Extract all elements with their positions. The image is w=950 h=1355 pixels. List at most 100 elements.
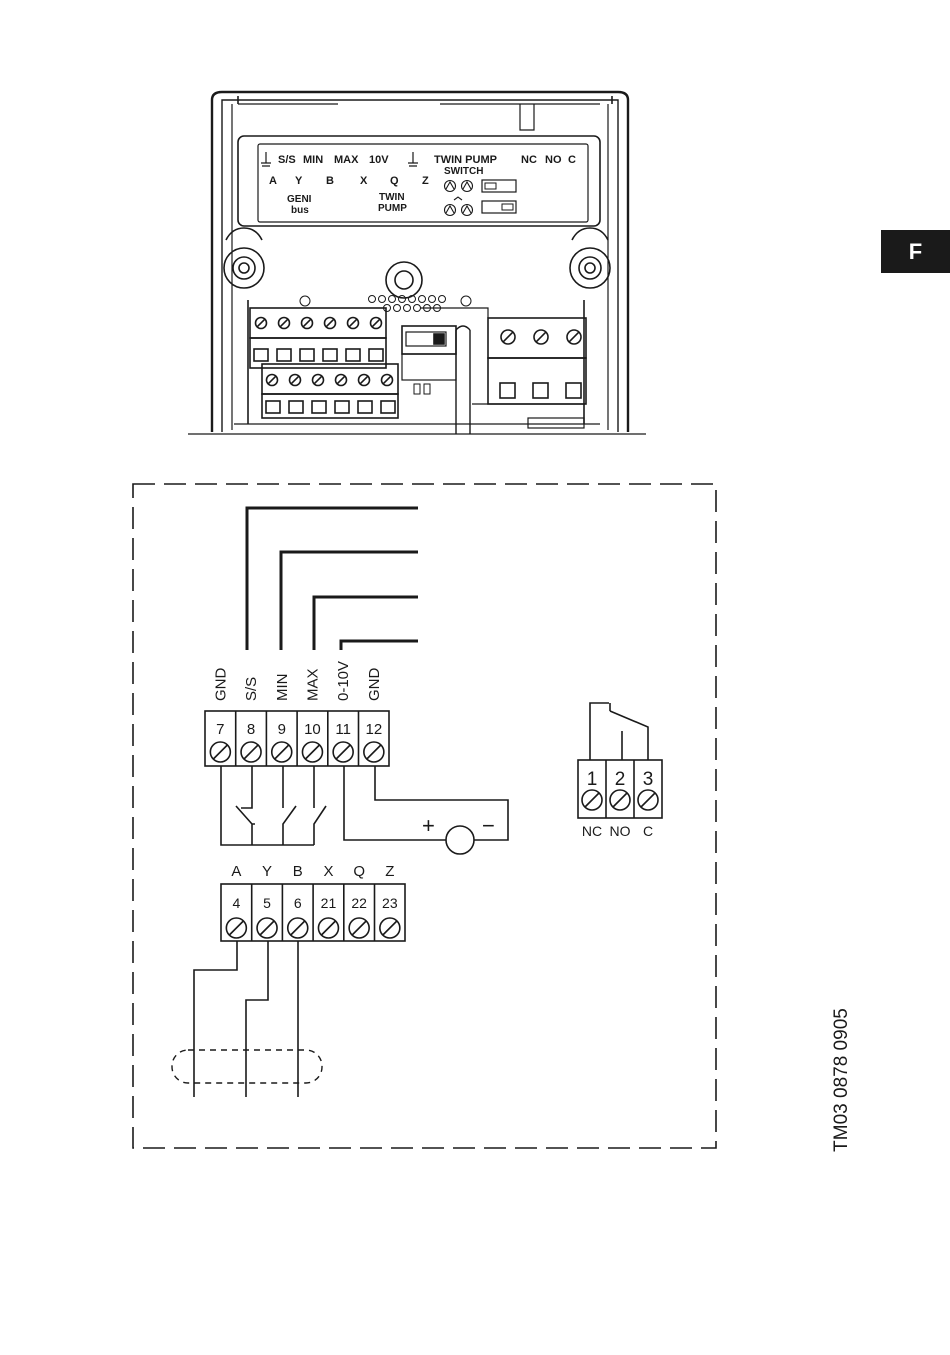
plate-label-c: C <box>568 154 576 166</box>
plate-label-a: A <box>269 175 277 187</box>
terminal-screw-icon <box>333 742 353 762</box>
plate-label-max: MAX <box>334 154 359 166</box>
device-slot-icon <box>335 401 349 413</box>
plate-label-ss: S/S <box>278 154 296 166</box>
device-slot-icon <box>300 349 314 361</box>
relay-terminal-2: 2NO <box>606 760 631 839</box>
bus-terminal-label: X <box>323 863 333 880</box>
plate-label-x: X <box>360 175 368 187</box>
bus-terminal-label: A <box>231 863 241 880</box>
plate-label-twin: TWIN <box>379 192 405 203</box>
control-terminal-number: 11 <box>335 721 351 738</box>
control-terminal-9: 9MIN <box>266 674 291 767</box>
terminal-screw-icon <box>257 918 277 938</box>
terminal-screw-icon <box>610 790 630 810</box>
control-terminal-label: S/S <box>243 677 260 701</box>
plate-label-switch: SWITCH <box>444 166 483 177</box>
terminal-screw-icon <box>638 790 658 810</box>
relay-terminal-label: NC <box>582 823 602 839</box>
device-screw-icon <box>348 318 359 329</box>
control-terminal-label: MAX <box>304 668 321 701</box>
control-terminal-11: 11 0-10V <box>328 661 353 766</box>
bus-terminal-6: 6B <box>282 863 307 941</box>
upper-terminal-screws <box>256 318 382 329</box>
terminal-screw-icon <box>349 918 369 938</box>
terminal-screw-icon <box>210 742 230 762</box>
relay-terminal-slots <box>500 383 581 398</box>
device-screw-icon <box>267 375 278 386</box>
relay-contact <box>590 703 648 760</box>
device-slot-icon <box>369 349 383 361</box>
device-screw-icon <box>336 375 347 386</box>
plate-label-no: NO <box>545 154 562 166</box>
device-slot-icon <box>289 401 303 413</box>
bus-terminal-label: B <box>293 863 303 880</box>
plate-label-z: Z <box>422 175 429 187</box>
terminal-screw-icon <box>302 742 322 762</box>
device-screw-icon <box>567 330 581 344</box>
plate-label-bus: bus <box>291 205 309 216</box>
bus-terminal-number: 6 <box>294 895 302 911</box>
control-terminal-label: GND <box>212 668 229 702</box>
plate-label-10v: 10V <box>369 154 389 166</box>
control-terminal-label: GND <box>366 668 383 702</box>
plate-label-b: B <box>326 175 334 187</box>
terminal-screw-icon <box>364 742 384 762</box>
cable-min <box>281 552 418 650</box>
relay-terminal-1: 1NC <box>582 769 602 839</box>
device-screw-icon <box>290 375 301 386</box>
source-minus: − <box>482 813 495 838</box>
switch-position-2-icon <box>482 201 516 213</box>
control-terminal-number: 12 <box>366 721 383 738</box>
terminal-screw-icon <box>241 742 261 762</box>
plate-label-nc: NC <box>521 154 537 166</box>
bus-terminal-number: 23 <box>382 895 398 911</box>
relay-terminal-number: 3 <box>643 769 654 790</box>
lower-terminal-screws <box>267 375 393 386</box>
device-screw-icon <box>371 318 382 329</box>
control-terminal-8: 8 S/S <box>236 677 261 766</box>
terminal-screw-icon <box>582 790 602 810</box>
upper-terminal-slots <box>254 349 383 361</box>
device-screw-icon <box>501 330 515 344</box>
device-screw-icon <box>256 318 267 329</box>
control-terminal-label: MIN <box>274 674 291 702</box>
device-slot-icon <box>312 401 326 413</box>
cable-analog <box>341 641 418 650</box>
relay-terminal-screws <box>501 330 581 344</box>
signal-source-icon <box>446 826 474 854</box>
geni-bus-cable <box>172 941 322 1097</box>
plate-label-pump: PUMP <box>378 203 407 214</box>
device-slot-icon <box>500 383 515 398</box>
device-slot-icon <box>266 401 280 413</box>
twin-pump-indicator-icons <box>445 181 473 216</box>
relay-terminal-label: NO <box>610 823 631 839</box>
bus-terminal-22: 22Q <box>344 863 369 941</box>
lower-terminal-slots <box>266 401 395 413</box>
control-terminal-number: 10 <box>304 721 321 738</box>
bus-terminal-number: 4 <box>232 895 240 911</box>
external-switches <box>221 766 326 845</box>
device-screw-icon <box>279 318 290 329</box>
terminal-screw-icon <box>226 918 246 938</box>
relay-terminal-number: 1 <box>587 769 598 790</box>
control-terminal-label: 0-10V <box>335 661 352 701</box>
device-slot-icon <box>381 401 395 413</box>
control-terminal-12: 12 GND <box>359 668 384 767</box>
bus-terminal-21: 21 X <box>313 863 338 941</box>
control-terminal-number: 8 <box>247 721 255 738</box>
device-slot-icon <box>323 349 337 361</box>
device-screw-icon <box>325 318 336 329</box>
cable-ss <box>247 508 418 650</box>
bus-terminal-number: 21 <box>321 895 337 911</box>
device-slot-icon <box>358 401 372 413</box>
plate-label-min: MIN <box>303 154 323 166</box>
source-plus: + <box>422 813 435 838</box>
device-slot-icon <box>346 349 360 361</box>
device-screw-icon <box>313 375 324 386</box>
analog-source-circuit <box>344 766 508 854</box>
bus-terminal-5: 5Y <box>252 863 277 941</box>
